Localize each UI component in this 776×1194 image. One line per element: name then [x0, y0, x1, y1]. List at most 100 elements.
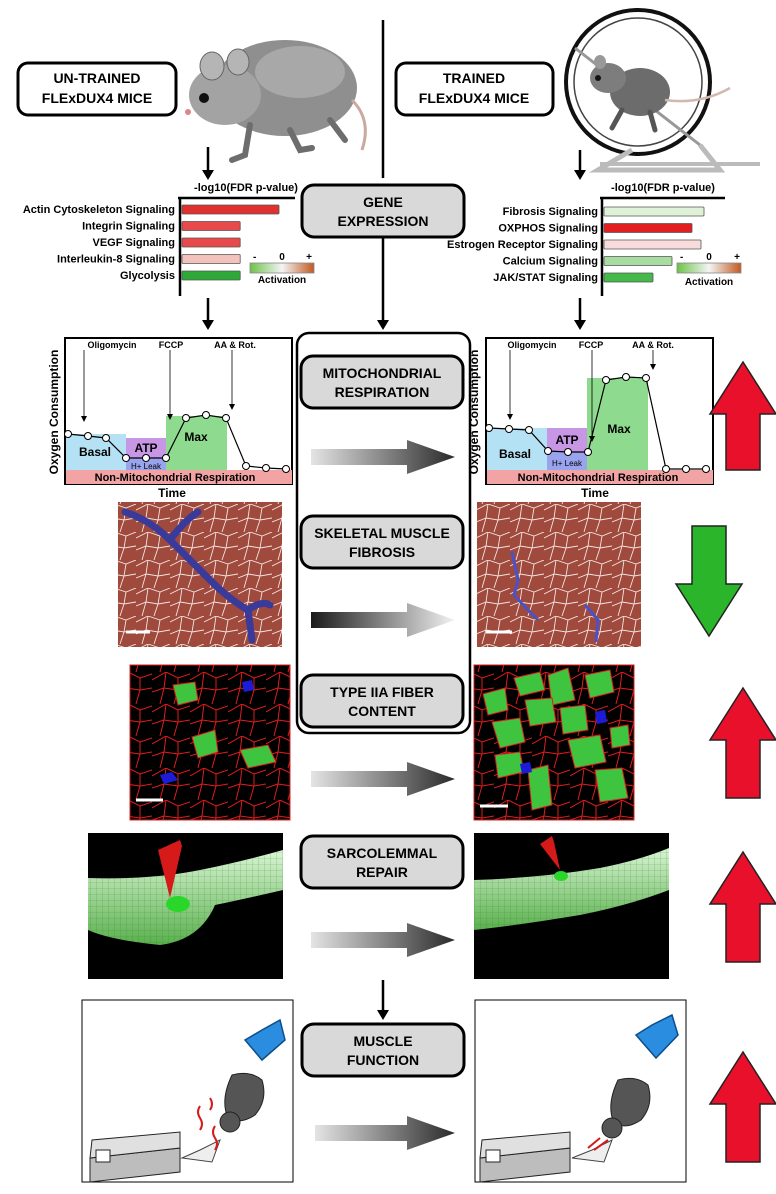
- untrained-pathway-label: Actin Cytoskeleton Signaling: [23, 204, 175, 216]
- muscle-function-label: MUSCLE FUNCTION: [300, 1022, 466, 1078]
- untrained-legend-label: Activation: [258, 275, 306, 286]
- trained-region-leak: H+ Leak: [552, 459, 583, 468]
- trained-pathway-bar: [603, 256, 673, 266]
- untrained-pathway-label: Glycolysis: [120, 270, 175, 282]
- mitochondrial-respiration-label: MITOCHONDRIAL RESPIRATION: [299, 354, 465, 410]
- fibrosis-outcome-arrow-down: [674, 525, 744, 638]
- untrained-respiration-plot: Oligomycin FCCP AA & Rot. Basal ATP H+ L…: [47, 337, 293, 500]
- trained-pathway-label: JAK/STAT Signaling: [493, 272, 598, 284]
- type2a-gradient-arrow: [311, 762, 455, 796]
- trained-injection-aa-rot: AA & Rot.: [632, 340, 674, 350]
- trained-pathway-label: Fibrosis Signaling: [503, 206, 598, 218]
- gene-expression-line2: EXPRESSION: [337, 213, 428, 229]
- untrained-title-line1: UN-TRAINED: [53, 70, 140, 86]
- untrained-pathway-label: VEGF Signaling: [92, 237, 175, 249]
- untrained-injection-oligomycin: Oligomycin: [87, 340, 136, 350]
- sarcolemmal-repair-label: SARCOLEMMAL REPAIR: [299, 834, 465, 890]
- trained-ylabel: Oxygen Consumption: [467, 350, 481, 475]
- gene-expression-label: GENE EXPRESSION: [300, 183, 466, 239]
- trained-pathway-label: OXPHOS Signaling: [498, 223, 598, 235]
- untrained-pathway-axis-title: -log10(FDR p-value): [194, 182, 298, 194]
- fibrosis-gradient-arrow: [311, 603, 455, 637]
- trained-respiration-plot: Oligomycin FCCP AA & Rot. Basal ATP H+ L…: [467, 337, 714, 500]
- type2a-line2: CONTENT: [348, 703, 416, 719]
- trained-pathway-bar: [603, 223, 693, 233]
- trained-legend-label: Activation: [685, 277, 733, 288]
- trained-fibrosis-image: [477, 502, 641, 647]
- untrained-title-box: UN-TRAINED FLExDUX4 MICE: [16, 61, 178, 117]
- untrained-mouse-illustration: [185, 40, 367, 163]
- untrained-pathway-bar: [181, 270, 241, 281]
- trained-xlabel: Time: [581, 486, 609, 500]
- mito-line1: MITOCHONDRIAL: [323, 365, 442, 381]
- trained-pathway-bar: [603, 206, 705, 217]
- untrained-injection-aa-rot: AA & Rot.: [214, 340, 256, 350]
- trained-region-atp: ATP: [555, 433, 578, 447]
- trained-grip-strength-illustration: [474, 999, 687, 1183]
- untrained-activation-legend: - 0 + Activation: [249, 252, 315, 286]
- untrained-pathway-bar: [181, 221, 241, 231]
- untrained-region-max: Max: [184, 430, 208, 444]
- trained-injection-fccp: FCCP: [579, 340, 604, 350]
- trained-title-box: TRAINED FLExDUX4 MICE: [394, 61, 555, 117]
- type2a-outcome-arrow-up: [708, 686, 776, 799]
- untrained-pathway-bar: [181, 254, 241, 264]
- trained-title-line2: FLExDUX4 MICE: [419, 90, 529, 106]
- sarco-line1: SARCOLEMMAL: [327, 845, 438, 861]
- untrained-pathway-label: Interleukin-8 Signaling: [57, 254, 175, 266]
- gene-expression-line1: GENE: [363, 194, 403, 210]
- trained-pathway-label: Estrogen Receptor Signaling: [447, 239, 598, 251]
- type-iia-fiber-label: TYPE IIA FIBER CONTENT: [299, 673, 465, 729]
- untrained-type2a-image: [129, 664, 291, 821]
- trained-region-basal: Basal: [499, 447, 531, 461]
- trained-pathway-axis-title: -log10(FDR p-value): [611, 182, 715, 194]
- muscle-line2: FUNCTION: [347, 1052, 419, 1068]
- trained-legend-minus: -: [680, 252, 683, 263]
- untrained-injection-fccp: FCCP: [159, 340, 184, 350]
- untrained-pathway-label: Integrin Signaling: [82, 221, 175, 233]
- trained-pathway-bar: [603, 272, 654, 283]
- mito-line2: RESPIRATION: [335, 384, 430, 400]
- trained-pathway-bar: [603, 239, 702, 250]
- trained-title-line1: TRAINED: [443, 70, 505, 86]
- untrained-region-nonmito: Non-Mitochondrial Respiration: [95, 472, 256, 484]
- fibrosis-line1: SKELETAL MUSCLE: [314, 525, 450, 541]
- untrained-pathway-bar: [181, 204, 280, 215]
- trained-legend-plus: +: [734, 252, 740, 263]
- trained-sarcolemmal-image: [474, 833, 669, 979]
- type2a-line1: TYPE IIA FIBER: [330, 684, 434, 700]
- sarco-line2: REPAIR: [356, 864, 408, 880]
- muscle-gradient-arrow: [315, 1116, 455, 1150]
- mito-outcome-arrow-up: [708, 360, 776, 471]
- trained-activation-legend: - 0 + Activation: [676, 252, 742, 288]
- muscle-outcome-arrow-up: [708, 1050, 776, 1163]
- untrained-title-line2: FLExDUX4 MICE: [42, 90, 152, 106]
- trained-mouse-on-wheel-illustration: [564, 8, 760, 173]
- sarco-outcome-arrow-up: [708, 850, 776, 963]
- untrained-region-basal: Basal: [79, 445, 111, 459]
- untrained-fibrosis-image: [118, 502, 282, 647]
- trained-injection-oligomycin: Oligomycin: [507, 340, 556, 350]
- trained-legend-zero: 0: [706, 252, 712, 263]
- untrained-ylabel: Oxygen Consumption: [47, 350, 61, 475]
- untrained-xlabel: Time: [158, 486, 186, 500]
- trained-type2a-image: [473, 664, 635, 821]
- muscle-line1: MUSCLE: [353, 1033, 412, 1049]
- outcome-arrows: [674, 360, 776, 1163]
- untrained-pathway-bar: [181, 237, 241, 248]
- untrained-legend-zero: 0: [279, 252, 285, 263]
- untrained-sarcolemmal-image: [88, 833, 283, 979]
- untrained-legend-plus: +: [306, 252, 312, 263]
- trained-pathway-label: Calcium Signaling: [503, 256, 598, 268]
- untrained-region-atp: ATP: [134, 441, 157, 455]
- skeletal-muscle-fibrosis-label: SKELETAL MUSCLE FIBROSIS: [299, 514, 465, 570]
- untrained-grip-strength-illustration: [81, 999, 294, 1183]
- untrained-legend-minus: -: [253, 252, 256, 263]
- trained-region-max: Max: [607, 422, 631, 436]
- trained-region-nonmito: Non-Mitochondrial Respiration: [518, 472, 679, 484]
- fibrosis-line2: FIBROSIS: [349, 544, 415, 560]
- sarco-gradient-arrow: [311, 923, 455, 957]
